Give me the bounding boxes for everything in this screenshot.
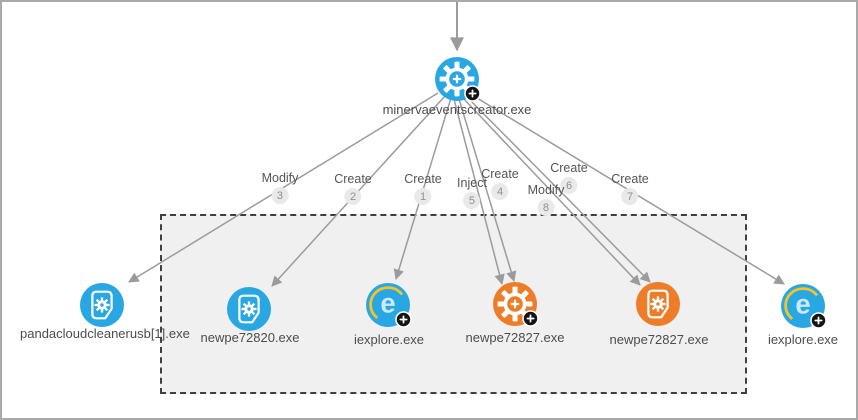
edge-sequence-badge[interactable]: 8 — [537, 199, 555, 216]
edge-sequence-badge[interactable]: 3 — [271, 187, 289, 204]
node-label: newpe72820.exe — [200, 330, 300, 345]
process-node-newpe72827-file[interactable] — [636, 282, 680, 326]
expand-plus-icon[interactable] — [463, 84, 482, 103]
file-gear-icon — [647, 289, 669, 319]
edge-sequence-badge[interactable]: 6 — [560, 177, 578, 194]
edge-label-create-4: Create 4 — [481, 167, 519, 200]
process-node-pandacloudcleaner[interactable] — [80, 283, 124, 327]
edge-action-text: Modify — [527, 183, 565, 197]
edge-create-6 — [466, 96, 651, 283]
edge-modify-8 — [462, 97, 641, 286]
expand-plus-icon[interactable] — [809, 311, 828, 330]
edge-create-4 — [458, 98, 517, 283]
edge-label-modify-3: Modify 3 — [261, 171, 299, 204]
edge-action-text: Create — [550, 161, 588, 175]
edge-sequence-badge[interactable]: 1 — [414, 188, 432, 205]
node-label: newpe72827.exe — [609, 332, 709, 347]
root-process-node[interactable] — [435, 57, 482, 103]
expand-plus-icon[interactable] — [521, 309, 540, 328]
edge-label-modify-8: Modify 8 — [527, 183, 565, 216]
expand-plus-icon[interactable] — [394, 310, 413, 329]
root-process-label: minervaeventscreator.exe — [382, 102, 532, 117]
edge-action-text: Inject — [457, 176, 487, 190]
edge-action-text: Create — [334, 172, 372, 186]
edge-action-text: Create — [404, 172, 442, 186]
edge-sequence-badge[interactable]: 2 — [344, 188, 362, 205]
edge-sequence-badge[interactable]: 4 — [491, 183, 509, 200]
edge-label-create-1: Create 1 — [404, 172, 442, 205]
edge-sequence-badge[interactable]: 5 — [463, 192, 481, 209]
edge-label-inject-5: Inject 5 — [457, 176, 487, 209]
process-node-iexplore[interactable] — [366, 283, 413, 329]
edge-sequence-badge[interactable]: 7 — [621, 188, 639, 205]
node-label: pandacloudcleanerusb[1].exe — [20, 326, 190, 341]
process-node-iexplore-2[interactable] — [781, 284, 828, 330]
edge-action-text: Modify — [261, 171, 299, 185]
process-node-newpe72827-gear[interactable] — [493, 282, 540, 328]
file-gear-icon — [238, 294, 260, 324]
edge-label-create-2: Create 2 — [334, 172, 372, 205]
node-label: iexplore.exe — [767, 332, 839, 347]
node-label: iexplore.exe — [353, 332, 425, 347]
edge-action-text: Create — [481, 167, 519, 181]
node-label: newpe72827.exe — [465, 330, 565, 345]
process-node-newpe72820[interactable] — [227, 287, 271, 331]
edge-label-create-7: Create 7 — [611, 172, 649, 205]
edge-action-text: Create — [611, 172, 649, 186]
file-gear-icon — [91, 290, 113, 320]
edge-label-create-6: Create 6 — [550, 161, 588, 194]
edge-inject-5 — [453, 98, 505, 286]
